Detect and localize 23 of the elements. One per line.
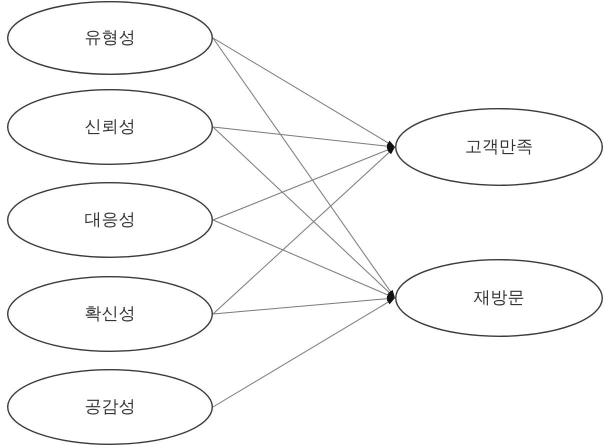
node-label: 확신성 <box>84 304 136 324</box>
arrow <box>212 38 396 148</box>
node-label: 대응성 <box>84 210 136 230</box>
arrow <box>212 296 396 314</box>
oval-node <box>395 259 603 337</box>
oval-node <box>7 182 213 258</box>
node-label: 유형성 <box>84 28 136 48</box>
arrow <box>212 126 396 149</box>
oval-node <box>7 276 213 352</box>
oval-node <box>7 1 213 75</box>
arrow <box>212 38 396 298</box>
node-label: 공감성 <box>84 396 136 418</box>
oval-node <box>395 108 603 186</box>
arrow <box>212 146 396 220</box>
arrow <box>212 126 396 298</box>
arrow <box>212 146 396 314</box>
node-label: 신뢰성 <box>84 116 136 138</box>
oval-node <box>7 89 213 165</box>
arrow <box>212 220 396 298</box>
oval-node <box>7 369 213 445</box>
node-label: 재방문 <box>474 288 524 308</box>
arrow <box>212 298 396 408</box>
node-label: 고객만족 <box>465 136 533 158</box>
